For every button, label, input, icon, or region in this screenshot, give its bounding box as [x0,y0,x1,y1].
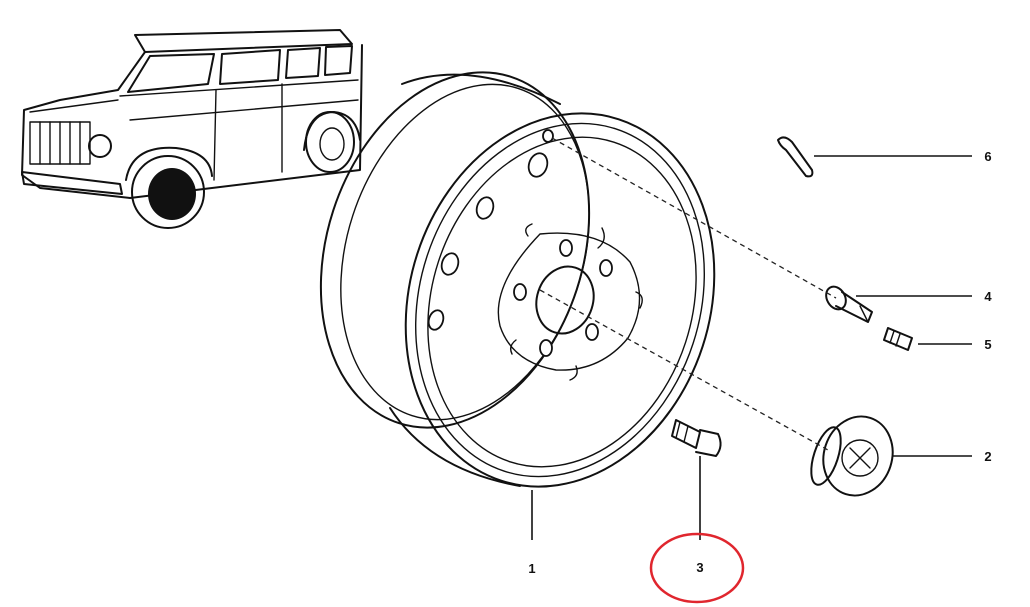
highlight-circle [649,532,745,604]
callout-part-3: 3 [696,560,703,575]
hub-cap-part [810,415,894,497]
assembly-guide-lines [539,137,837,451]
callout-part-6: 6 [984,149,991,164]
leader-lines [531,155,972,540]
valve-cap-part [883,327,913,351]
wheel-bolt-part [671,419,722,457]
callout-part-5: 5 [984,337,991,352]
callout-part-4: 4 [984,289,992,304]
balance-weight-part [777,136,814,178]
callout-part-2: 2 [984,449,991,464]
vehicle-illustration [21,29,363,229]
callout-part-1: 1 [528,561,535,576]
wheel-rim [319,71,716,488]
valve-stem-part [825,285,873,323]
